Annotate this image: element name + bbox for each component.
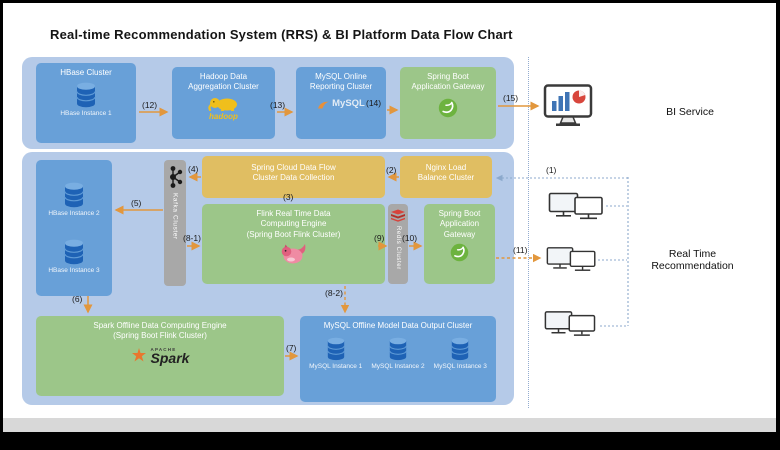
hbase-instance-2: HBase Instance 2 xyxy=(48,182,100,217)
mysql-offline-instances: MySQL Instance 1 MySQL Instance 2 MySQL … xyxy=(300,337,496,370)
kafka-cluster-bar: Kafka Cluster xyxy=(164,160,186,286)
redis-cluster-bar: Redis Cluster xyxy=(388,204,408,284)
flow-label-4: (4) xyxy=(188,164,199,174)
realtime-recommendation-label: Real Time Recommendation xyxy=(651,248,734,272)
nginx-box: Nginx Load Balance Cluster xyxy=(400,156,492,198)
spring-gateway-bottom-title: Spring Boot Application Gateway xyxy=(438,209,481,239)
flink-title: Flink Real Time Data Computing Engine (S… xyxy=(246,209,341,239)
spark-box: Spark Offline Data Computing Engine (Spr… xyxy=(36,316,284,396)
hbase-instances-box: HBase Instance 2 HBase Instance 3 xyxy=(36,160,112,296)
database-icon xyxy=(75,82,97,108)
database-icon xyxy=(326,337,346,361)
hbase-instance-3-label: HBase Instance 3 xyxy=(48,267,100,274)
client-computers-icon xyxy=(548,192,610,222)
bi-service-label: BI Service xyxy=(666,106,714,118)
flow-label-7: (7) xyxy=(286,343,297,353)
hadoop-elephant-icon xyxy=(207,96,241,111)
spring-gateway-top-box: Spring Boot Application Gateway xyxy=(400,67,496,139)
mysql-instance-3: MySQL Instance 3 xyxy=(434,337,487,370)
hbase-cluster-title: HBase Cluster xyxy=(60,68,112,77)
mysql-logo: MySQL xyxy=(317,98,365,109)
flow-label-9: (9) xyxy=(374,233,385,243)
mysql-dolphin-icon xyxy=(317,100,330,109)
mysql-instance-1: MySQL Instance 1 xyxy=(309,337,362,370)
mysql-logo-text: MySQL xyxy=(332,97,365,109)
hadoop-logo-text: hadoop xyxy=(209,111,238,121)
mysql-reporting-box: MySQL Online Reporting Cluster MySQL xyxy=(296,67,386,139)
hadoop-cluster-title: Hadoop Data Aggregation Cluster xyxy=(188,72,259,92)
mysql-instance-1-label: MySQL Instance 1 xyxy=(309,363,363,371)
flow-label-11: (11) xyxy=(513,245,528,255)
flow-label-3: (3) xyxy=(283,192,294,202)
flink-squirrel-icon xyxy=(280,242,308,264)
flow-label-14: (14) xyxy=(366,98,382,108)
flow-label-10: (10) xyxy=(402,233,418,243)
flow-label-13: (13) xyxy=(270,100,286,110)
flow-label-8-2: (8-2) xyxy=(325,288,343,298)
spark-logo-text: Spark xyxy=(150,349,190,366)
hbase-cluster-box: HBase Cluster HBase Instance 1 xyxy=(36,63,136,143)
hbase-instance-3: HBase Instance 3 xyxy=(48,239,100,274)
hbase-instance-2-label: HBase Instance 2 xyxy=(48,210,100,217)
apache-spark-logo: APACHE Spark xyxy=(131,346,190,366)
flow-label-1: (1) xyxy=(546,165,557,175)
hadoop-cluster-box: Hadoop Data Aggregation Cluster hadoop xyxy=(172,67,275,139)
flow-label-8-1: (8-1) xyxy=(183,233,201,243)
database-icon xyxy=(450,337,470,361)
spark-title: Spark Offline Data Computing Engine (Spr… xyxy=(93,321,227,341)
spark-star-icon xyxy=(131,347,147,364)
mysql-instance-2-label: MySQL Instance 2 xyxy=(371,363,425,371)
flow-label-5: (5) xyxy=(131,198,142,208)
bi-monitor-icon xyxy=(543,84,595,128)
window-bottom-strip xyxy=(3,418,776,432)
spark-logo-apache: APACHE xyxy=(150,346,177,352)
flow-label-15: (15) xyxy=(503,93,519,103)
flink-box: Flink Real Time Data Computing Engine (S… xyxy=(202,204,385,284)
mysql-instance-3-label: MySQL Instance 3 xyxy=(433,363,487,371)
mysql-instance-2: MySQL Instance 2 xyxy=(371,337,425,371)
redis-icon xyxy=(390,209,406,222)
flow-label-12: (12) xyxy=(142,100,158,110)
mysql-offline-title: MySQL Offline Model Data Output Cluster xyxy=(323,321,473,330)
page-title: Real-time Recommendation System (RRS) & … xyxy=(50,27,513,42)
kafka-icon xyxy=(168,165,183,189)
flow-label-2: (2) xyxy=(386,165,397,175)
redis-cluster-label: Redis Cluster xyxy=(395,226,401,270)
hbase-instance-1-label: HBase Instance 1 xyxy=(60,110,112,118)
mysql-offline-box: MySQL Offline Model Data Output Cluster … xyxy=(300,316,496,402)
database-icon xyxy=(388,337,408,361)
nginx-title: Nginx Load Balance Cluster xyxy=(417,163,475,183)
database-icon xyxy=(63,182,85,208)
spring-boot-icon xyxy=(438,98,458,118)
springcloud-box: Spring Cloud Data Flow Cluster Data Coll… xyxy=(202,156,385,198)
spring-gateway-bottom-box: Spring Boot Application Gateway xyxy=(424,204,495,284)
mysql-reporting-title: MySQL Online Reporting Cluster xyxy=(309,72,373,92)
client-computers-icon xyxy=(546,246,602,274)
spring-gateway-top-title: Spring Boot Application Gateway xyxy=(411,72,485,92)
spring-boot-icon xyxy=(450,243,469,262)
client-computers-icon xyxy=(544,310,602,339)
section-divider-dotted xyxy=(528,57,529,408)
kafka-cluster-label: Kafka Cluster xyxy=(171,193,179,240)
flow-label-6: (6) xyxy=(72,294,83,304)
springcloud-title: Spring Cloud Data Flow Cluster Data Coll… xyxy=(251,163,336,183)
database-icon xyxy=(63,239,85,265)
